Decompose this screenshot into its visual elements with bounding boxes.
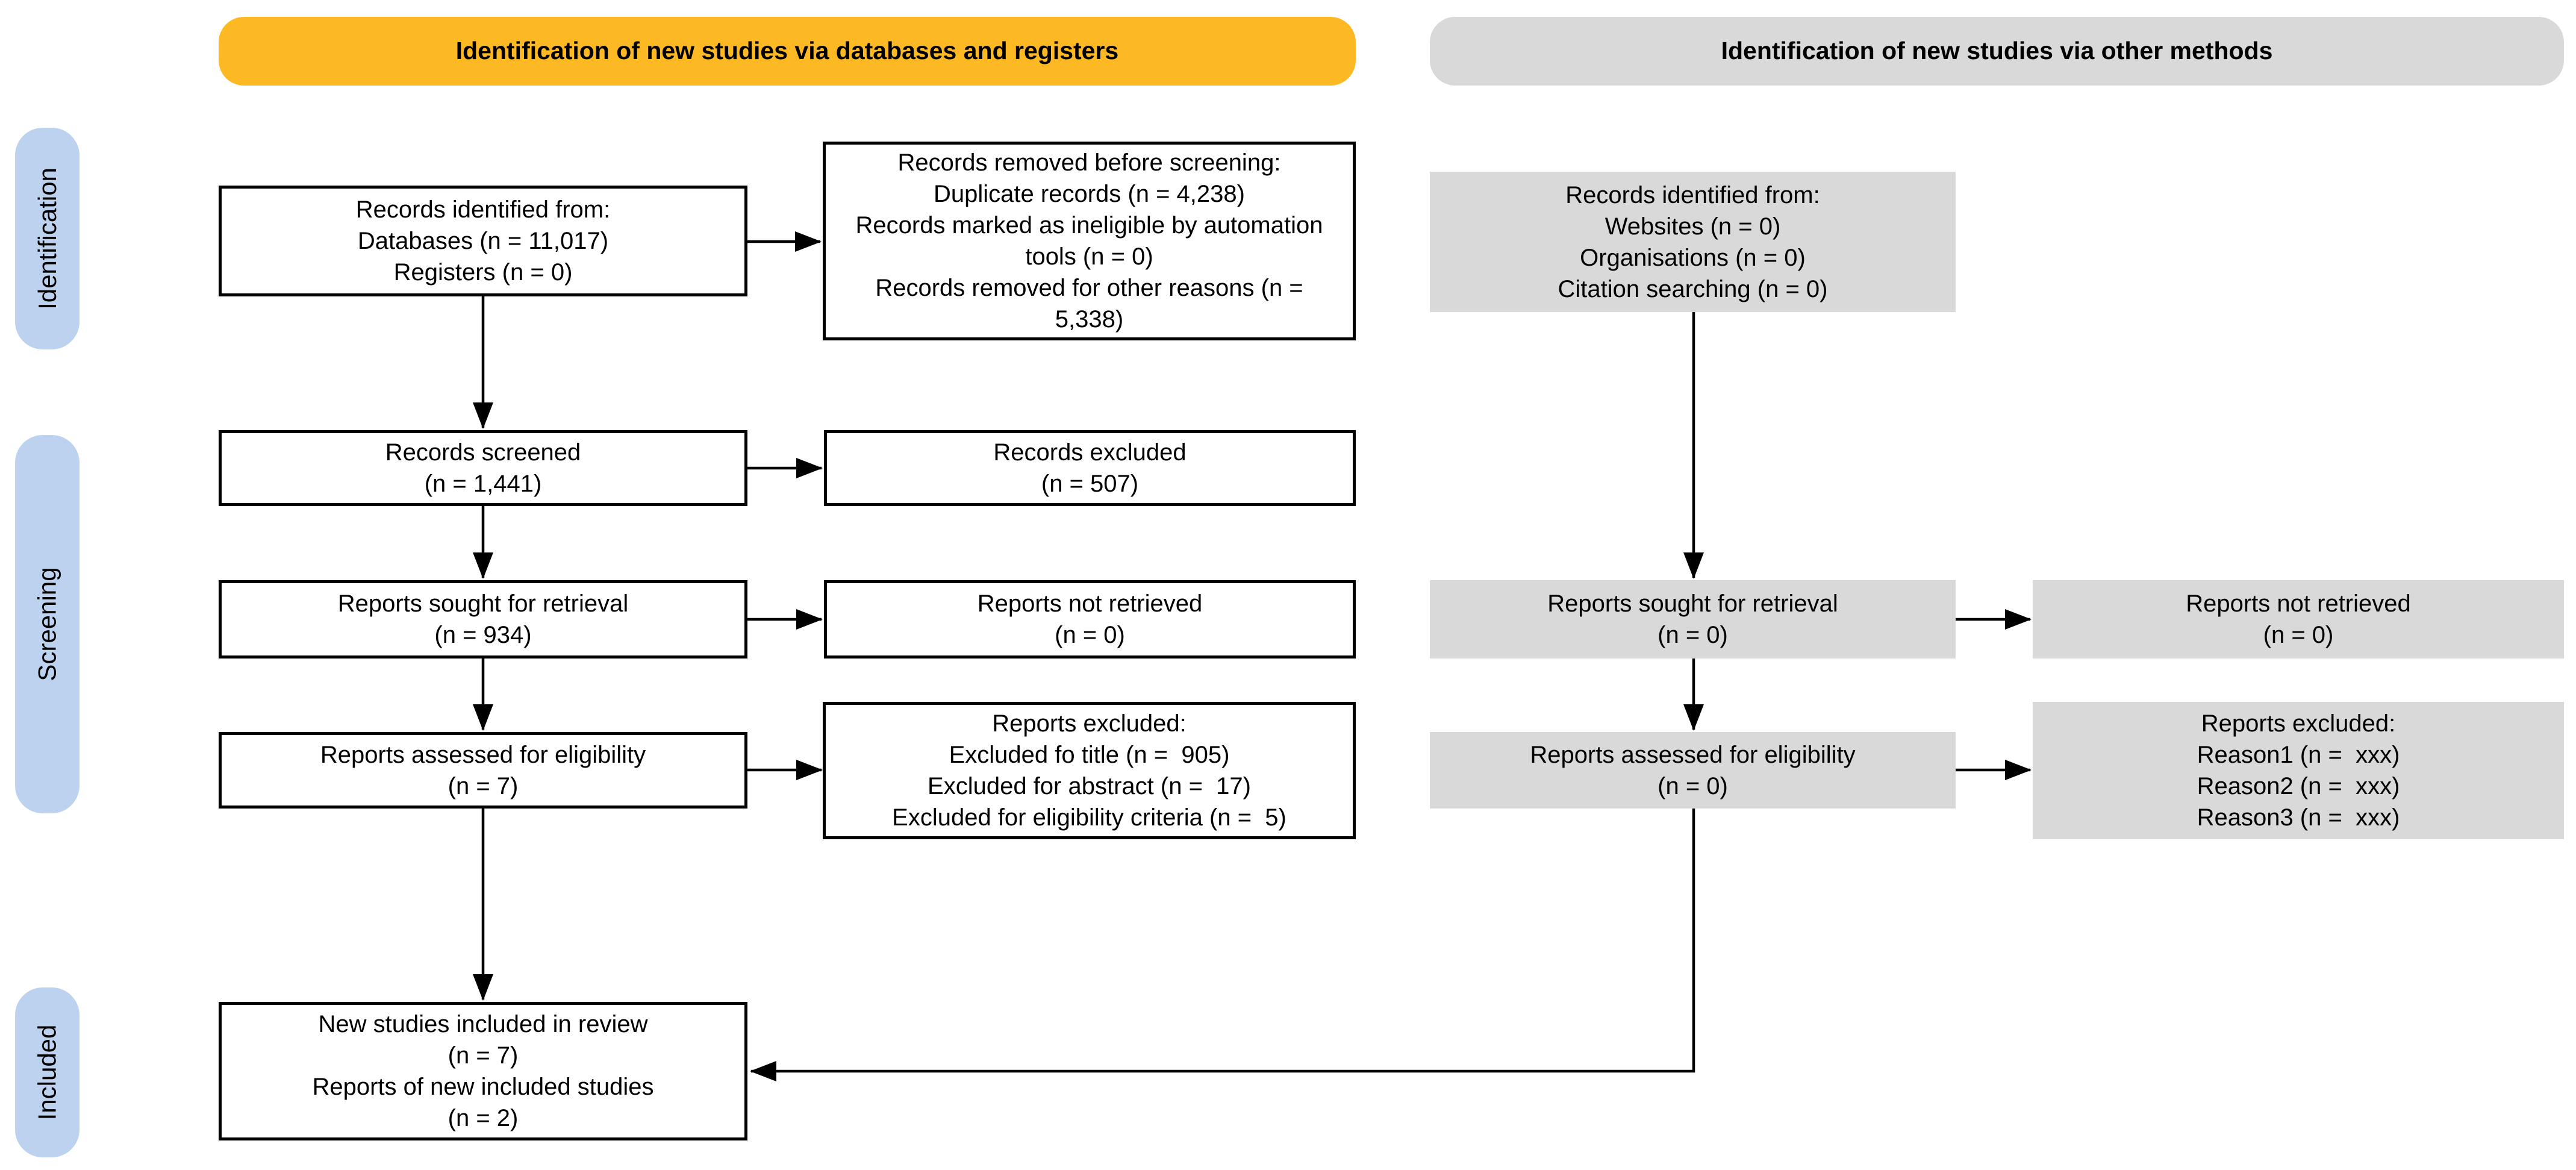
records-identified-databases-text: Records identified from: Databases (n = … [355, 196, 611, 286]
reports-excluded-databases-text: Reports excluded: Excluded fo title (n =… [892, 710, 1286, 831]
box-records-removed: Records removed before screening: Duplic… [823, 142, 1356, 340]
banner-other-methods-label: Identification of new studies via other … [1721, 37, 2273, 65]
new-studies-included-text: New studies included in review (n = 7) R… [312, 1011, 654, 1131]
box-reports-not-retrieved-other: Reports not retrieved (n = 0) [2033, 580, 2564, 659]
reports-assessed-other-text: Reports assessed for eligibility (n = 0) [1530, 741, 1856, 799]
reports-sought-other-text: Reports sought for retrieval (n = 0) [1547, 590, 1838, 648]
banner-databases-registers: Identification of new studies via databa… [219, 17, 1356, 86]
side-label-identification: Identification [15, 128, 80, 349]
box-reports-excluded-databases: Reports excluded: Excluded fo title (n =… [823, 702, 1356, 839]
records-removed-text: Records removed before screening: Duplic… [855, 149, 1323, 333]
box-new-studies-included: New studies included in review (n = 7) R… [219, 1002, 747, 1140]
box-reports-sought-databases: Reports sought for retrieval (n = 934) [219, 580, 747, 659]
banner-databases-registers-label: Identification of new studies via databa… [455, 37, 1119, 65]
reports-not-retrieved-other-text: Reports not retrieved (n = 0) [2186, 590, 2411, 648]
side-label-included-text: Included [33, 1024, 61, 1121]
reports-not-retrieved-databases-text: Reports not retrieved (n = 0) [977, 590, 1203, 648]
box-records-identified-databases: Records identified from: Databases (n = … [219, 186, 747, 296]
box-records-identified-other: Records identified from: Websites (n = 0… [1430, 172, 1956, 312]
reports-excluded-other-text: Reports excluded: Reason1 (n = xxx) Reas… [2197, 710, 2400, 831]
side-label-screening: Screening [15, 435, 80, 813]
side-label-screening-text: Screening [33, 567, 61, 681]
box-records-screened: Records screened (n = 1,441) [219, 430, 747, 506]
box-reports-assessed-other: Reports assessed for eligibility (n = 0) [1430, 732, 1956, 809]
records-screened-text: Records screened (n = 1,441) [385, 439, 581, 497]
box-records-excluded: Records excluded (n = 507) [824, 430, 1356, 506]
banner-other-methods: Identification of new studies via other … [1430, 17, 2564, 86]
side-label-identification-text: Identification [33, 167, 61, 310]
side-label-included: Included [15, 987, 80, 1157]
reports-sought-databases-text: Reports sought for retrieval (n = 934) [337, 590, 629, 648]
box-reports-assessed-databases: Reports assessed for eligibility (n = 7) [219, 732, 747, 809]
arrow-other-to-included [750, 809, 1695, 1081]
records-identified-other-text: Records identified from: Websites (n = 0… [1558, 181, 1828, 302]
box-reports-excluded-other: Reports excluded: Reason1 (n = xxx) Reas… [2033, 702, 2564, 839]
reports-assessed-databases-text: Reports assessed for eligibility (n = 7) [320, 741, 646, 799]
box-reports-not-retrieved-databases: Reports not retrieved (n = 0) [824, 580, 1356, 659]
records-excluded-text: Records excluded (n = 507) [993, 439, 1187, 497]
box-reports-sought-other: Reports sought for retrieval (n = 0) [1430, 580, 1956, 659]
